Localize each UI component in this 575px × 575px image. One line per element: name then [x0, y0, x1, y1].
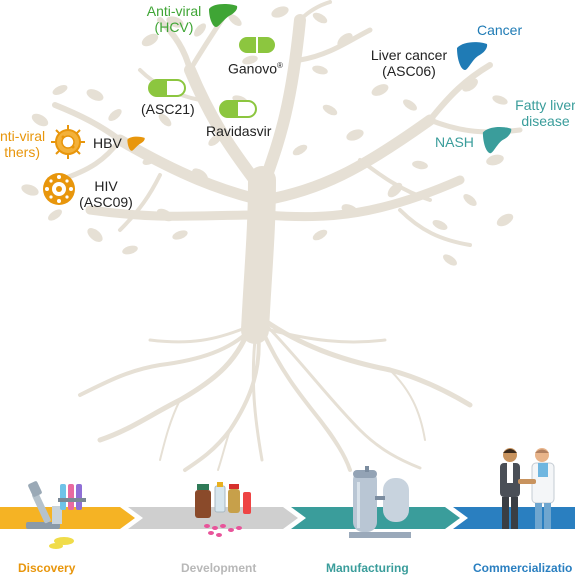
- hiv-label: HIV (ASC09): [79, 178, 133, 210]
- stage-manufacturing: Manufacturing: [326, 561, 409, 575]
- handshake-icon: [500, 448, 555, 529]
- virus-icon: [43, 173, 75, 205]
- other-antiviral-label: nti-viral thers): [0, 128, 46, 160]
- bioreactor-icon: [349, 466, 411, 538]
- virus-icon: [51, 125, 85, 159]
- stage-discovery: Discovery: [18, 561, 76, 575]
- stage-commercialization: Commercializatio: [473, 561, 573, 575]
- liver-icon: [209, 4, 238, 27]
- hbv-label: HBV: [93, 135, 122, 151]
- liver-icon: [127, 136, 145, 151]
- ravidasvir-label: Ravidasvir: [206, 123, 272, 139]
- asc21-label: (ASC21): [141, 101, 195, 117]
- pill-icon: [148, 79, 186, 97]
- liver-icon: [457, 42, 488, 70]
- pill-icon: [239, 37, 275, 53]
- microscope-icon: [26, 481, 86, 549]
- pill-icon: [219, 100, 257, 118]
- fatty-liver-label: Fatty liver disease: [515, 97, 575, 129]
- hcv-label: Anti-viral (HCV): [146, 3, 202, 35]
- cancer-label: Cancer: [477, 22, 523, 38]
- vials-icon: [195, 482, 251, 537]
- liver-icon: [482, 126, 512, 154]
- nash-label: NASH: [435, 134, 474, 150]
- stage-development: Development: [181, 561, 257, 575]
- liver-cancer-label: Liver cancer (ASC06): [370, 47, 448, 79]
- ganovo-label: Ganovo®: [228, 60, 283, 77]
